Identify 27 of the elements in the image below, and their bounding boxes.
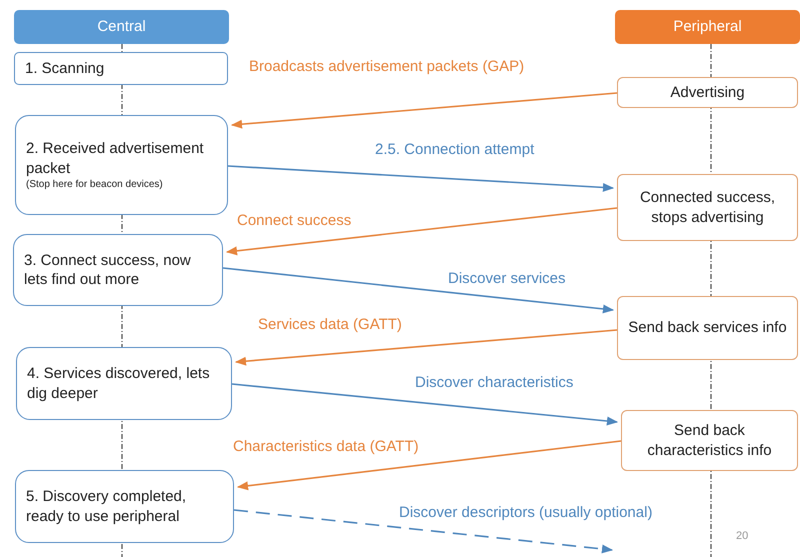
lane-header: Peripheral: [615, 10, 800, 44]
step-box: Connected success, stops advertising: [617, 174, 798, 241]
dashed-arrow: [234, 509, 614, 554]
arrow: [234, 329, 618, 366]
edge-label: 2.5. Connection attempt: [374, 141, 536, 158]
arrow: [228, 165, 614, 192]
lane-header: Central: [14, 10, 229, 44]
arrow: [236, 440, 622, 490]
step-box: [15, 115, 228, 215]
step-text: 2. Received advertisement packet: [26, 139, 205, 178]
step-box: Advertising: [617, 77, 798, 108]
step-box: Send back characteristics info: [621, 410, 798, 471]
step-box: Send back services info: [617, 296, 798, 360]
step-box: 4. Services discovered, lets dig deeper: [16, 347, 232, 420]
arrow: [226, 207, 618, 256]
arrow: [232, 383, 618, 426]
note-text: (Stop here for beacon devices): [26, 178, 164, 191]
edge-label: Broadcasts advertisement packets (GAP): [248, 58, 526, 75]
step-box: 3. Connect success, now lets find out more: [13, 234, 223, 306]
edge-label: Services data (GATT): [257, 316, 403, 333]
arrow: [230, 92, 618, 129]
edge-label: Characteristics data (GATT): [232, 438, 420, 455]
edge-label: Discover descriptors (usually optional): [398, 504, 654, 521]
arrow: [222, 267, 614, 314]
step-box: 1. Scanning: [14, 52, 228, 85]
step-box: 5. Discovery completed, ready to use peripheral: [15, 470, 234, 543]
page-number: 20: [735, 530, 750, 542]
